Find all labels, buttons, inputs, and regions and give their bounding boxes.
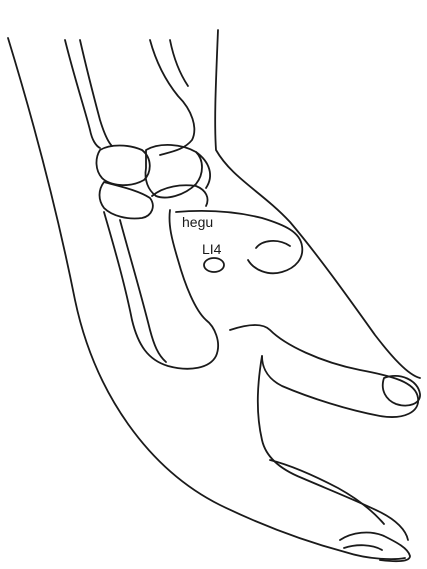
carpal-bones	[96, 145, 210, 219]
metacarpal-inner	[120, 220, 166, 362]
finger-crease	[270, 460, 384, 524]
metacarpal-outer	[104, 210, 218, 369]
ulna-bone	[65, 40, 100, 148]
carpal-bone-1	[96, 146, 149, 186]
radius-bone	[150, 40, 194, 155]
carpal-bone-2	[145, 145, 202, 198]
forearm-outline	[8, 30, 420, 559]
ulna-inner-line	[80, 40, 112, 146]
hegu-label: hegu	[182, 214, 213, 230]
fingernail	[344, 545, 382, 550]
carpal-bone-4	[152, 185, 208, 206]
index-metacarpal-head	[256, 241, 290, 248]
carpal-bone-3	[100, 182, 153, 219]
forearm-outer-contour	[8, 38, 405, 559]
metacarpal-bones	[104, 210, 302, 369]
forearm-bones	[65, 40, 194, 155]
li4-label: LI4	[202, 241, 222, 257]
radius-inner-line	[170, 40, 188, 86]
li4-point-marker	[204, 258, 224, 272]
finger-upper-contour	[258, 356, 408, 540]
